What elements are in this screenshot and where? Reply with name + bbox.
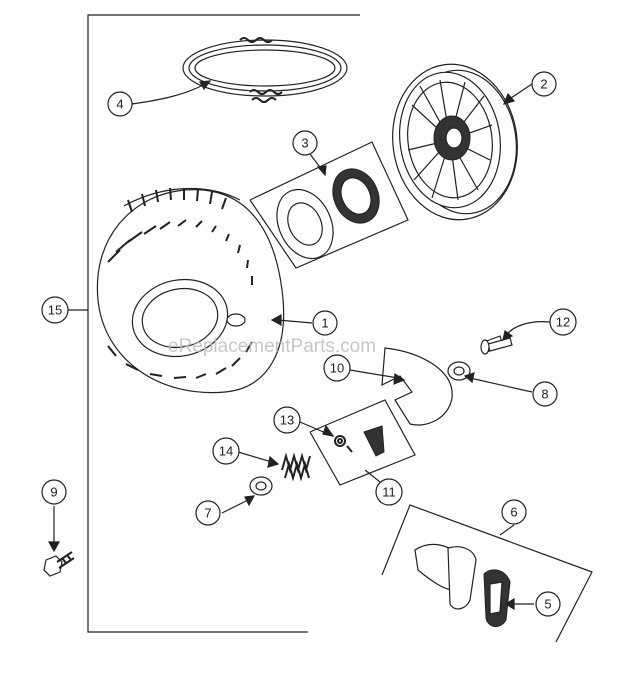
leader-lines <box>47 80 551 611</box>
pawl-kit-group <box>309 399 416 486</box>
handle-assembly <box>381 504 593 643</box>
shoulder-screw <box>480 335 513 355</box>
compression-spring <box>281 452 311 482</box>
rope-coil <box>182 37 348 103</box>
callout-8: 8 <box>532 381 558 407</box>
pulley <box>392 63 518 221</box>
callout-12-label: 12 <box>556 315 570 330</box>
watermark-text: eReplacementParts.com <box>168 336 376 357</box>
assembly-bracket <box>87 14 360 633</box>
callout-11-label: 11 <box>382 485 396 500</box>
callout-3-label: 3 <box>301 136 308 151</box>
callout-11: 11 <box>375 478 403 506</box>
callout-4: 4 <box>107 91 133 117</box>
callout-1: 1 <box>312 310 338 336</box>
callout-4-label: 4 <box>116 97 123 112</box>
callout-12: 12 <box>549 308 577 336</box>
callout-3: 3 <box>292 130 318 156</box>
callout-7-label: 7 <box>204 506 211 521</box>
callout-10-label: 10 <box>330 361 344 376</box>
callout-1-label: 1 <box>321 316 328 331</box>
spring-cup <box>249 141 409 269</box>
callout-5: 5 <box>535 591 561 617</box>
washer-7 <box>249 476 273 496</box>
callout-2-label: 2 <box>540 77 547 92</box>
callout-13: 13 <box>273 406 301 434</box>
washer-8 <box>447 361 471 381</box>
callout-5-label: 5 <box>544 597 551 612</box>
callout-9: 9 <box>41 479 67 505</box>
callout-9-label: 9 <box>50 485 57 500</box>
callout-15-label: 15 <box>48 303 62 318</box>
starter-housing <box>96 187 285 394</box>
callout-14-label: 14 <box>219 444 233 459</box>
hex-bolt <box>43 551 75 577</box>
callout-15: 15 <box>41 296 69 324</box>
callout-8-label: 8 <box>541 387 548 402</box>
callout-2: 2 <box>531 71 557 97</box>
callout-13-label: 13 <box>280 413 294 428</box>
callout-7: 7 <box>195 500 221 526</box>
retainer <box>381 347 453 426</box>
callout-10: 10 <box>323 354 351 382</box>
callout-6: 6 <box>501 499 527 525</box>
callout-14: 14 <box>212 437 240 465</box>
callout-6-label: 6 <box>510 505 517 520</box>
